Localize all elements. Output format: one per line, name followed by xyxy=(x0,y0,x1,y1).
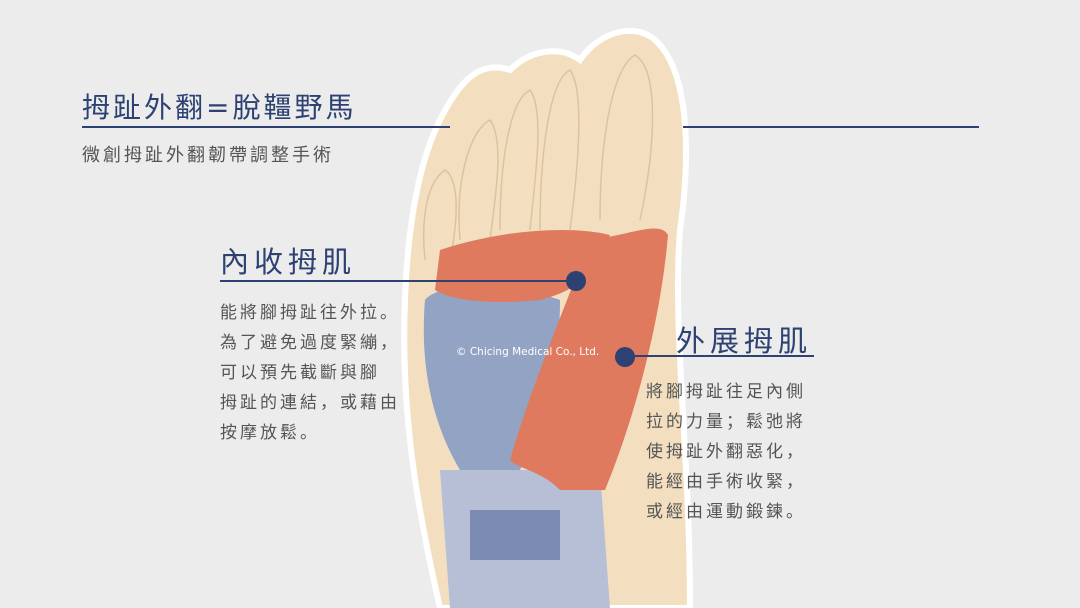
adductor-line: 能將腳拇趾往外拉。 xyxy=(220,303,400,323)
abductor-line: 將腳拇趾往足內側 xyxy=(646,382,806,402)
abductor-leader-line xyxy=(625,355,814,357)
abductor-line: 或經由運動鍛鍊。 xyxy=(646,502,806,522)
adductor-line: 可以預先截斷與腳 xyxy=(220,363,380,383)
adductor-marker xyxy=(566,271,586,291)
abductor-marker xyxy=(615,347,635,367)
title-underline-left xyxy=(82,126,450,128)
title-underline-right xyxy=(683,126,979,128)
abductor-label: 外展拇肌 xyxy=(676,324,813,358)
adductor-line: 為了避免過度緊繃， xyxy=(220,333,400,353)
watermark: © Chicing Medical Co., Ltd. xyxy=(456,346,600,358)
ligament-block xyxy=(470,510,560,560)
abductor-description: 將腳拇趾往足內側 拉的力量；鬆弛將 使拇趾外翻惡化， 能經由手術收緊， 或經由運… xyxy=(636,377,806,527)
page-title: 拇趾外翻=脫韁野馬 xyxy=(82,91,357,124)
abductor-hallucis-muscle xyxy=(510,228,668,490)
adductor-description: 能將腳拇趾往外拉。 為了避免過度緊繃， 可以預先截斷與腳 拇趾的連結，或藉由 按… xyxy=(220,298,400,448)
adductor-line: 按摩放鬆。 xyxy=(220,423,320,443)
adductor-leader-line xyxy=(220,280,576,282)
bones-sketch xyxy=(422,54,654,261)
abductor-line: 使拇趾外翻惡化， xyxy=(646,442,806,462)
page-subtitle: 微創拇趾外翻韌帶調整手術 xyxy=(82,145,334,166)
adductor-label: 內收拇肌 xyxy=(220,245,357,279)
abductor-line: 能經由手術收緊， xyxy=(646,472,806,492)
abductor-line: 拉的力量；鬆弛將 xyxy=(646,412,806,432)
adductor-line: 拇趾的連結，或藉由 xyxy=(220,393,400,413)
